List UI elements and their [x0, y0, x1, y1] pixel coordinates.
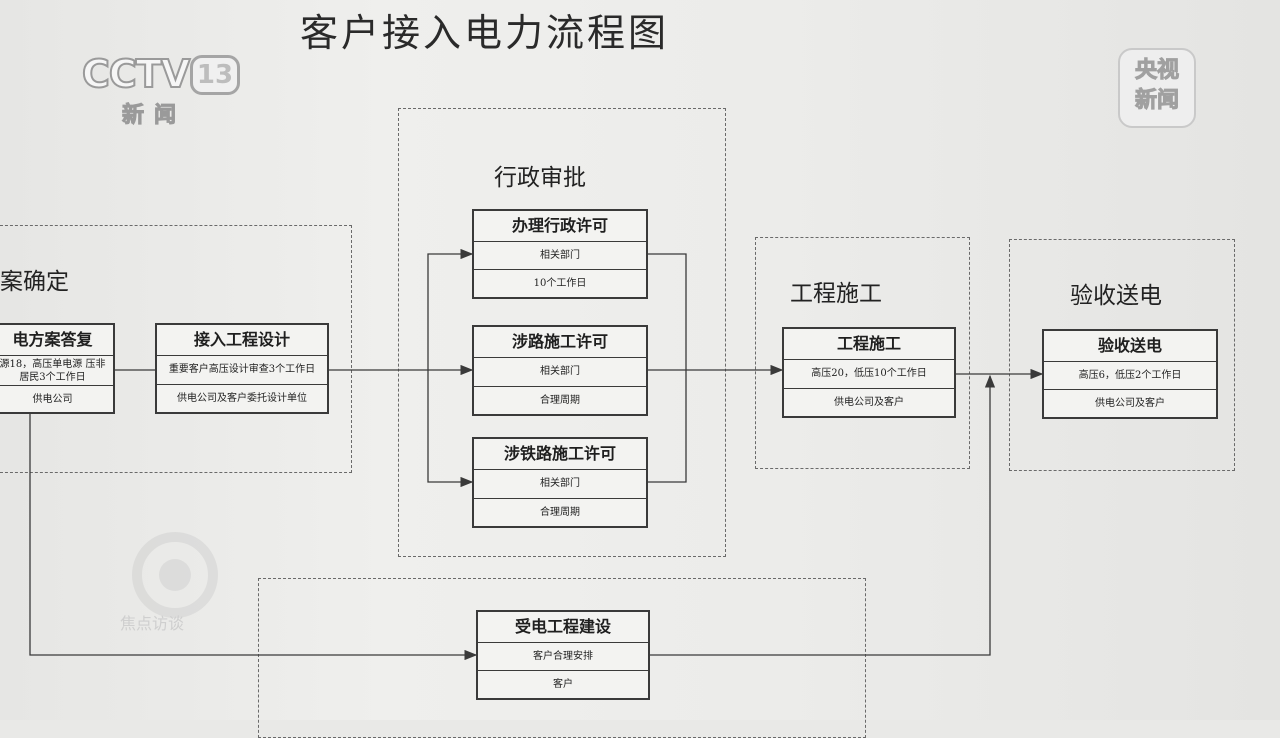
cctv13-logo: CCTV 13 新闻 — [81, 51, 244, 129]
node-row-duration: 合理周期 — [474, 497, 646, 527]
node-row-duration: 重要客户高压设计审查3个工作日 — [168, 364, 316, 376]
node-construction: 工程施工 高压20，低压10个工作日 供电公司及客户 — [782, 327, 956, 418]
jiaodian-watermark-icon — [132, 532, 218, 618]
yangshi-logo-line1: 央视 — [1134, 58, 1179, 84]
node-row-arrangement: 客户合理安排 — [533, 651, 593, 662]
cctv-channel-number: 13 — [190, 55, 240, 95]
node-admin-permit: 办理行政许可 相关部门 10个工作日 — [472, 209, 648, 299]
yangshi-news-logo: 央视 新闻 — [1118, 48, 1196, 128]
group-title-admin: 行政审批 — [494, 165, 586, 191]
group-admin-approval — [398, 108, 726, 557]
group-acceptance — [1009, 239, 1235, 471]
connector-to-rail — [427, 370, 474, 488]
node-row-owner: 供电公司及客户 — [784, 387, 954, 417]
cctv-logo-subtitle: 新闻 — [121, 103, 187, 129]
watermark-text: 焦点访谈 — [120, 614, 185, 633]
yangshi-logo-line2: 新闻 — [1134, 88, 1179, 114]
node-row-owner: 相关部门 — [540, 478, 580, 490]
node-row-owner: 客户 — [478, 670, 648, 698]
cctv-logo-word: CCTV — [81, 51, 191, 97]
node-receiving: 受电工程建设 客户合理安排 客户 — [476, 610, 650, 700]
node-row-duration: 高压20，低压10个工作日 — [811, 368, 927, 380]
node-row-duration: 高压6，低压2个工作日 — [1078, 370, 1182, 381]
group-construction — [755, 237, 970, 469]
node-row-duration: 10个工作日 — [474, 269, 646, 297]
group-title-plan: 案确定 — [0, 269, 69, 295]
node-row-duration: 源18，高压单电源 压非居民3个工作日 — [0, 358, 106, 383]
node-road-permit: 涉路施工许可 相关部门 合理周期 — [472, 325, 648, 416]
node-row-owner: 供电公司及客户 — [1044, 389, 1216, 417]
node-title: 电方案答复 — [0, 325, 113, 356]
node-row-owner: 相关部门 — [540, 366, 580, 378]
connector-receiving-to-acceptance — [650, 374, 996, 656]
node-row-owner: 相关部门 — [540, 250, 580, 261]
node-title: 涉路施工许可 — [474, 327, 646, 358]
group-plan — [0, 225, 352, 473]
connector-to-receiving — [29, 414, 478, 661]
node-rail-permit: 涉铁路施工许可 相关部门 合理周期 — [472, 437, 648, 528]
node-title: 涉铁路施工许可 — [474, 439, 646, 470]
group-title-construction: 工程施工 — [790, 281, 882, 307]
node-acceptance: 验收送电 高压6，低压2个工作日 供电公司及客户 — [1042, 329, 1218, 419]
connector-admin-collector — [648, 253, 687, 483]
node-title: 接入工程设计 — [157, 325, 327, 356]
node-title: 办理行政许可 — [474, 211, 646, 242]
node-design: 接入工程设计 重要客户高压设计审查3个工作日 供电公司及客户委托设计单位 — [155, 323, 329, 414]
flow-connectors — [29, 248, 1044, 661]
node-title: 工程施工 — [784, 329, 954, 360]
node-row-owner: 供电公司 — [0, 385, 113, 412]
node-title: 验收送电 — [1044, 331, 1216, 362]
node-title: 受电工程建设 — [478, 612, 648, 643]
node-plan-reply: 电方案答复 源18，高压单电源 压非居民3个工作日 供电公司 — [0, 323, 115, 414]
node-row-duration: 合理周期 — [474, 385, 646, 415]
group-title-acceptance: 验收送电 — [1070, 283, 1162, 309]
diagram-title: 客户接入电力流程图 — [300, 11, 670, 55]
node-row-owner: 供电公司及客户委托设计单位 — [157, 383, 327, 413]
connector-to-admin — [427, 248, 474, 370]
